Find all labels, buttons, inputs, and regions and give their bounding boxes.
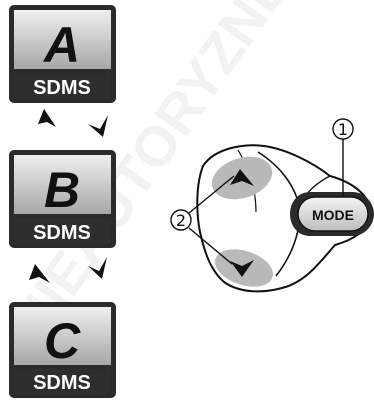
screen-lcd [14, 307, 111, 365]
screen-subtitle: SDMS [33, 222, 91, 244]
screen-letter: B [44, 162, 80, 218]
mode-button[interactable] [297, 196, 369, 232]
screen-lcd [14, 10, 111, 69]
screen-band [14, 218, 111, 243]
arrow-up-icon [29, 264, 50, 283]
remote-control: MODE [196, 144, 374, 293]
display-screen-c: C SDMS [9, 302, 116, 398]
mode-button-label: MODE [312, 207, 354, 223]
transition-arrows-bc [29, 257, 107, 283]
screen-subtitle: SDMS [33, 77, 91, 99]
callout-2: 2 [170, 175, 235, 265]
screen-subtitle: SDMS [33, 372, 91, 394]
screen-band [14, 369, 111, 393]
screen-band [14, 73, 111, 98]
callout-leader-down [188, 227, 233, 265]
display-screen-b: B SDMS [9, 150, 116, 248]
arrow-up-icon [38, 109, 56, 127]
down-arrow-icon [230, 260, 254, 277]
arrow-down-icon [88, 115, 108, 137]
callout-number: 2 [176, 211, 186, 230]
callout-number: 1 [338, 120, 348, 139]
callout-1: 1 [332, 118, 354, 196]
display-screen-a: A SDMS [9, 5, 116, 103]
arrow-down-icon [88, 257, 107, 279]
up-arrow-icon [230, 169, 254, 186]
screen-letter: C [44, 313, 81, 369]
screen-letter: A [42, 17, 80, 73]
callout-leader-up [188, 175, 235, 214]
screen-lcd [14, 155, 111, 214]
transition-arrows-ab [38, 109, 108, 137]
callout-circle [170, 209, 192, 231]
